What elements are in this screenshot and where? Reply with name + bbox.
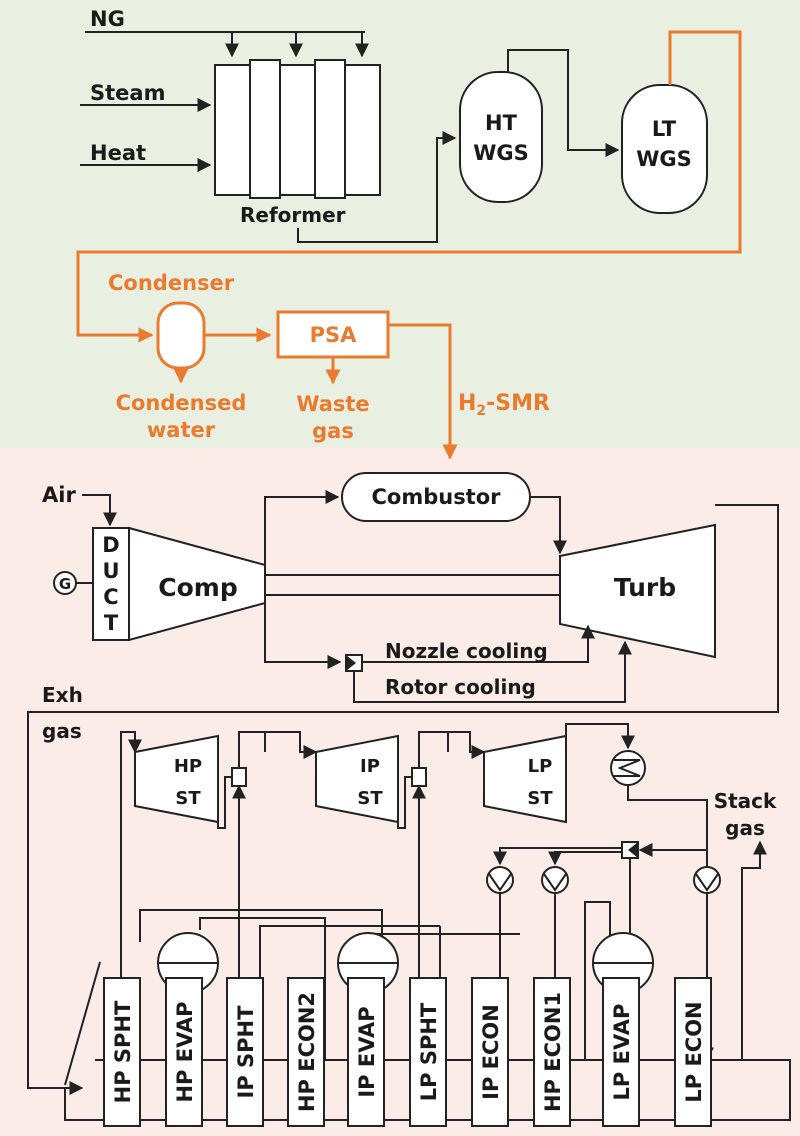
hrsg-module-lp-spht: LP SPHT — [409, 977, 447, 1127]
svg-text:Combustor: Combustor — [371, 485, 501, 509]
stack-gas-label-1: Stack — [714, 789, 777, 813]
hrsg-module-lp-econ: LP ECON — [674, 977, 712, 1127]
reformer — [214, 59, 381, 199]
air-label: Air — [42, 483, 76, 507]
svg-text:LP: LP — [528, 756, 553, 777]
svg-text:D: D — [102, 533, 119, 557]
svg-text:HP EVAP: HP EVAP — [173, 1001, 197, 1102]
hrsg-module-hp-spht: HP SPHT — [103, 977, 141, 1127]
svg-text:ST: ST — [527, 788, 553, 809]
h2-smr-label: H2-SMR — [458, 391, 550, 419]
ip-mixer — [231, 767, 247, 787]
svg-text:C: C — [103, 585, 118, 609]
ip-steam-turbine: IP ST — [315, 734, 399, 824]
svg-text:HT: HT — [485, 111, 518, 135]
svg-text:WGS: WGS — [473, 141, 529, 165]
stack-gas-label-2: gas — [725, 816, 765, 840]
lt-wgs-vessel: LT WGS — [621, 84, 708, 214]
reformer-label: Reformer — [240, 203, 346, 227]
turbine: Turb — [559, 523, 716, 659]
exh-gas-label-2: gas — [42, 719, 82, 743]
ng-label: NG — [90, 7, 125, 31]
steam-condenser — [610, 750, 646, 786]
hrsg-module-hp-evap: HP EVAP — [165, 977, 203, 1127]
condenser-label: Condenser — [108, 271, 235, 295]
smr-section-background — [0, 0, 800, 448]
hp-steam-turbine: HP ST — [134, 734, 219, 824]
condenser-vessel — [156, 301, 206, 370]
svg-text:LP EVAP: LP EVAP — [610, 1004, 634, 1101]
hrsg-module-ip-econ: IP ECON — [471, 977, 509, 1127]
hrsg-module-hp-econ2: HP ECON2 — [287, 977, 325, 1127]
svg-text:HP: HP — [174, 756, 202, 777]
condensate-pump-icon — [693, 866, 721, 894]
svg-text:LT: LT — [652, 117, 677, 141]
rotor-cooling-label: Rotor cooling — [385, 675, 536, 699]
duct: D U C T — [92, 527, 130, 641]
svg-text:PSA: PSA — [310, 323, 358, 347]
hrsg-module-hp-econ1: HP ECON1 — [533, 977, 571, 1127]
condensed-water-label-2: water — [147, 418, 216, 442]
svg-text:LP ECON: LP ECON — [682, 1001, 706, 1102]
condensed-water-label-1: Condensed — [116, 391, 247, 415]
lp-mixer — [411, 767, 427, 787]
hrsg-module-ip-spht: IP SPHT — [226, 977, 264, 1127]
hrsg-module-ip-evap: IP EVAP — [347, 977, 385, 1127]
svg-text:IP ECON: IP ECON — [479, 1004, 503, 1100]
heat-label: Heat — [90, 141, 146, 165]
waste-gas-label-1: Waste — [296, 392, 369, 416]
svg-text:HP SPHT: HP SPHT — [111, 1000, 135, 1103]
generator-icon: G — [53, 571, 93, 595]
svg-text:HP ECON2: HP ECON2 — [295, 992, 319, 1112]
svg-text:U: U — [102, 559, 119, 583]
svg-text:IP: IP — [360, 756, 380, 777]
svg-text:G: G — [59, 575, 71, 593]
svg-text:WGS: WGS — [636, 147, 692, 171]
nozzle-cooling-label: Nozzle cooling — [385, 639, 548, 663]
svg-text:Comp: Comp — [158, 573, 237, 602]
waste-gas-label-2: gas — [312, 419, 354, 443]
psa-unit: PSA — [276, 310, 390, 359]
svg-text:ST: ST — [357, 788, 383, 809]
ip-feed-pump-icon — [541, 866, 569, 894]
steam-label: Steam — [90, 81, 165, 105]
hrsg-module-lp-evap: LP EVAP — [602, 977, 640, 1127]
combustor: Combustor — [341, 472, 531, 522]
exh-gas-label-1: Exh — [42, 683, 83, 707]
svg-text:Turb: Turb — [614, 573, 676, 602]
lp-steam-turbine: LP ST — [483, 734, 567, 824]
ht-wgs-vessel: HT WGS — [459, 71, 543, 203]
compressor: Comp — [128, 526, 266, 642]
svg-text:ST: ST — [175, 788, 201, 809]
svg-text:T: T — [104, 611, 119, 635]
svg-text:IP EVAP: IP EVAP — [355, 1006, 379, 1097]
hp-feed-pump-icon — [486, 866, 514, 894]
svg-text:HP ECON1: HP ECON1 — [541, 992, 565, 1112]
svg-text:LP SPHT: LP SPHT — [417, 1002, 441, 1101]
svg-text:IP SPHT: IP SPHT — [234, 1005, 258, 1099]
